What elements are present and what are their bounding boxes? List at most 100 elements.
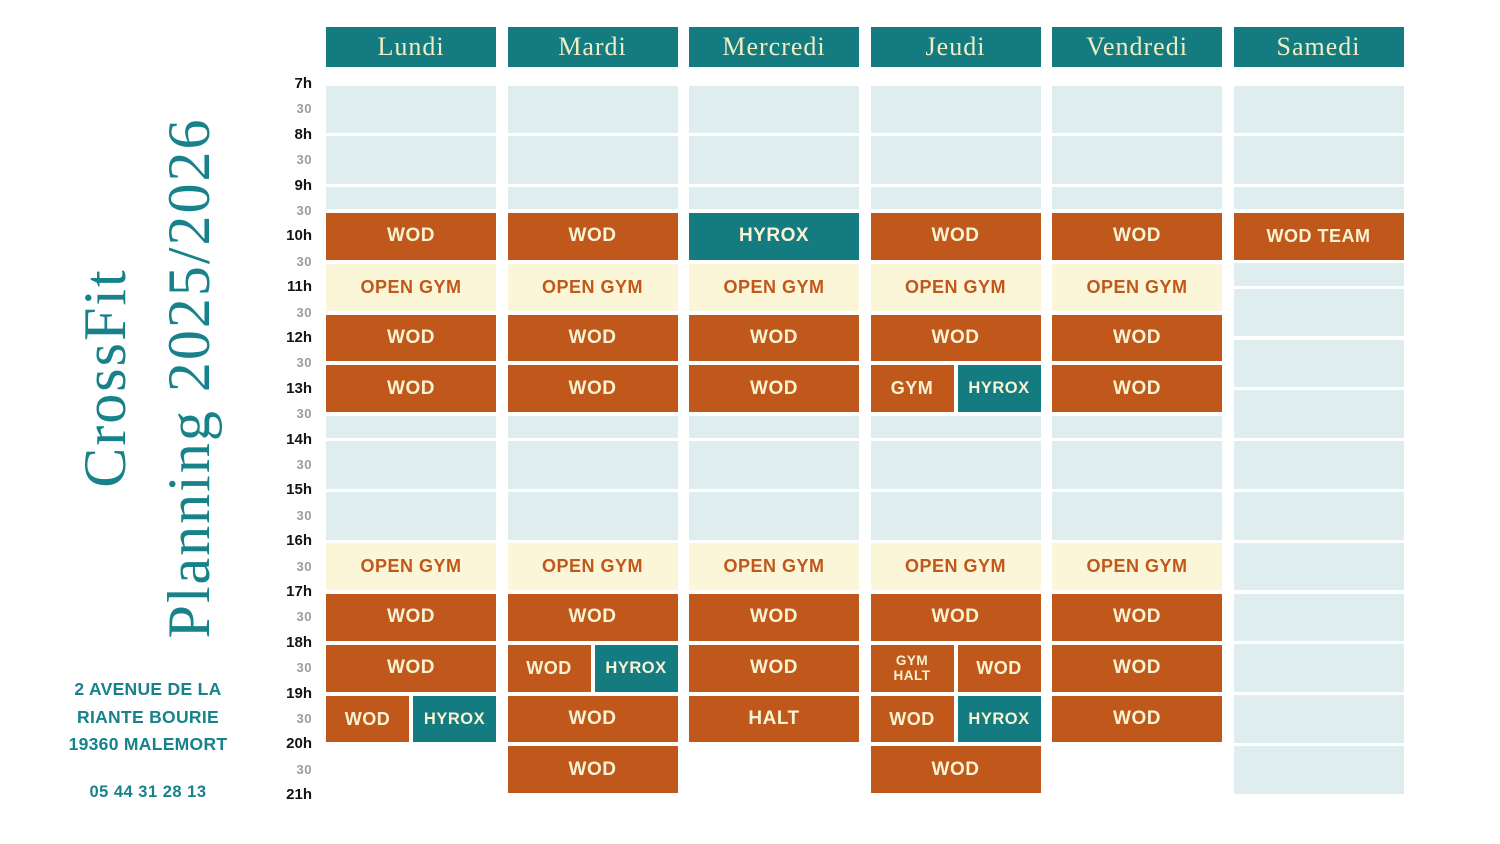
- event-open-gym: OPEN GYM: [689, 263, 859, 311]
- time-label-half: 30: [296, 406, 312, 422]
- event-open-gym: OPEN GYM: [326, 543, 496, 590]
- time-label-8h: 8h: [294, 125, 312, 143]
- free-slot: [1233, 263, 1404, 286]
- time-label-half: 30: [296, 101, 312, 117]
- event-hyrox: HYROX: [689, 213, 859, 260]
- free-slot: [1233, 390, 1404, 439]
- time-label-11h: 11h: [286, 278, 312, 296]
- event-open-gym: OPEN GYM: [870, 263, 1041, 311]
- free-slot: [507, 136, 678, 185]
- address-line-1: 2 AVENUE DE LA: [74, 679, 222, 699]
- time-label-half: 30: [296, 609, 312, 625]
- free-slot: [1233, 136, 1404, 185]
- free-slot: [1233, 695, 1404, 743]
- event-hyrox: HYROX: [957, 365, 1041, 413]
- day-header-mercredi: Mercredi: [689, 27, 859, 67]
- event-open-gym: OPEN GYM: [507, 263, 678, 311]
- time-label-13h: 13h: [286, 379, 312, 397]
- time-label-10h: 10h: [286, 227, 312, 245]
- poster-title-line2: Planning 2025/2026: [156, 117, 222, 639]
- event-wod: WOD: [870, 746, 1041, 794]
- time-label-half: 30: [296, 457, 312, 472]
- free-slot: [1233, 288, 1404, 337]
- event-wod: WOD: [689, 365, 859, 413]
- time-label-half: 30: [296, 507, 312, 523]
- free-slot: [689, 491, 859, 540]
- event-wod: WOD: [870, 314, 1041, 362]
- free-slot: [1233, 542, 1404, 591]
- event-wod: WOD: [1052, 365, 1222, 413]
- event-wod: WOD: [507, 746, 678, 794]
- event-wod: WOD: [870, 213, 1041, 260]
- event-wod: WOD: [507, 365, 678, 413]
- free-slot: [1052, 415, 1222, 439]
- free-slot: [870, 441, 1041, 489]
- event-wod: WOD: [507, 213, 678, 260]
- time-label-half: 30: [296, 711, 312, 726]
- event-halt: HALT: [689, 695, 859, 743]
- free-slot: [507, 491, 678, 540]
- event-open-gym: OPEN GYM: [326, 263, 496, 311]
- address-line-3: 19360 MALEMORT: [68, 734, 228, 754]
- event-wod: WOD: [507, 314, 678, 362]
- free-slot: [1233, 339, 1404, 388]
- free-slot: [326, 415, 496, 439]
- event-wod: WOD: [326, 314, 496, 362]
- event-hyrox: HYROX: [594, 644, 678, 692]
- free-slot: [689, 85, 859, 134]
- time-label-half: 30: [296, 558, 312, 574]
- gym-address: 2 AVENUE DE LA RIANTE BOURIE 19360 MALEM…: [28, 676, 268, 806]
- event-wod: WOD: [870, 594, 1041, 641]
- free-slot: [326, 85, 496, 134]
- free-slot: [689, 187, 859, 210]
- event-wod: WOD: [326, 644, 496, 692]
- time-label-half: 30: [296, 253, 312, 269]
- event-wod: WOD: [689, 644, 859, 692]
- event-hyrox: HYROX: [413, 695, 496, 743]
- free-slot: [870, 415, 1041, 439]
- day-header-samedi: Samedi: [1233, 27, 1404, 67]
- free-slot: [1052, 441, 1222, 489]
- time-label-9h: 9h: [294, 176, 312, 194]
- time-label-half: 30: [296, 355, 312, 371]
- day-header-lundi: Lundi: [326, 27, 496, 67]
- event-wod: WOD: [1052, 695, 1222, 743]
- time-label-18h: 18h: [286, 633, 312, 651]
- free-slot: [1052, 85, 1222, 134]
- time-label-19h: 19h: [286, 684, 312, 702]
- time-label-half: 30: [296, 304, 312, 320]
- event-open-gym: OPEN GYM: [507, 543, 678, 590]
- free-slot: [1052, 187, 1222, 210]
- free-slot: [1233, 491, 1404, 540]
- event-wod: WOD: [1052, 644, 1222, 692]
- time-label-half: 30: [296, 761, 312, 777]
- gym-phone: 05 44 31 28 13: [89, 782, 207, 801]
- event-wod: WOD: [1052, 314, 1222, 362]
- day-header-jeudi: Jeudi: [870, 27, 1041, 67]
- free-slot: [689, 415, 859, 439]
- free-slot: [1233, 593, 1404, 642]
- time-label-half: 30: [296, 203, 312, 218]
- day-header-vendredi: Vendredi: [1052, 27, 1222, 67]
- event-wod: WOD: [326, 695, 409, 743]
- free-slot: [870, 491, 1041, 540]
- time-label-15h: 15h: [286, 481, 312, 499]
- time-label-17h: 17h: [286, 583, 312, 600]
- event-wod: WOD: [507, 644, 591, 692]
- event-wod-team: WOD TEAM: [1233, 213, 1404, 260]
- free-slot: [1052, 491, 1222, 540]
- address-line-2: RIANTE BOURIE: [77, 706, 219, 727]
- free-slot: [326, 187, 496, 210]
- event-wod: WOD: [326, 213, 496, 260]
- event-wod: WOD: [870, 695, 954, 743]
- event-wod: WOD: [326, 594, 496, 641]
- free-slot: [1052, 136, 1222, 185]
- free-slot: [326, 441, 496, 489]
- time-label-20h: 20h: [286, 735, 312, 753]
- event-wod: WOD: [957, 644, 1041, 692]
- free-slot: [1233, 745, 1404, 794]
- free-slot: [689, 136, 859, 185]
- event-open-gym: OPEN GYM: [870, 543, 1041, 590]
